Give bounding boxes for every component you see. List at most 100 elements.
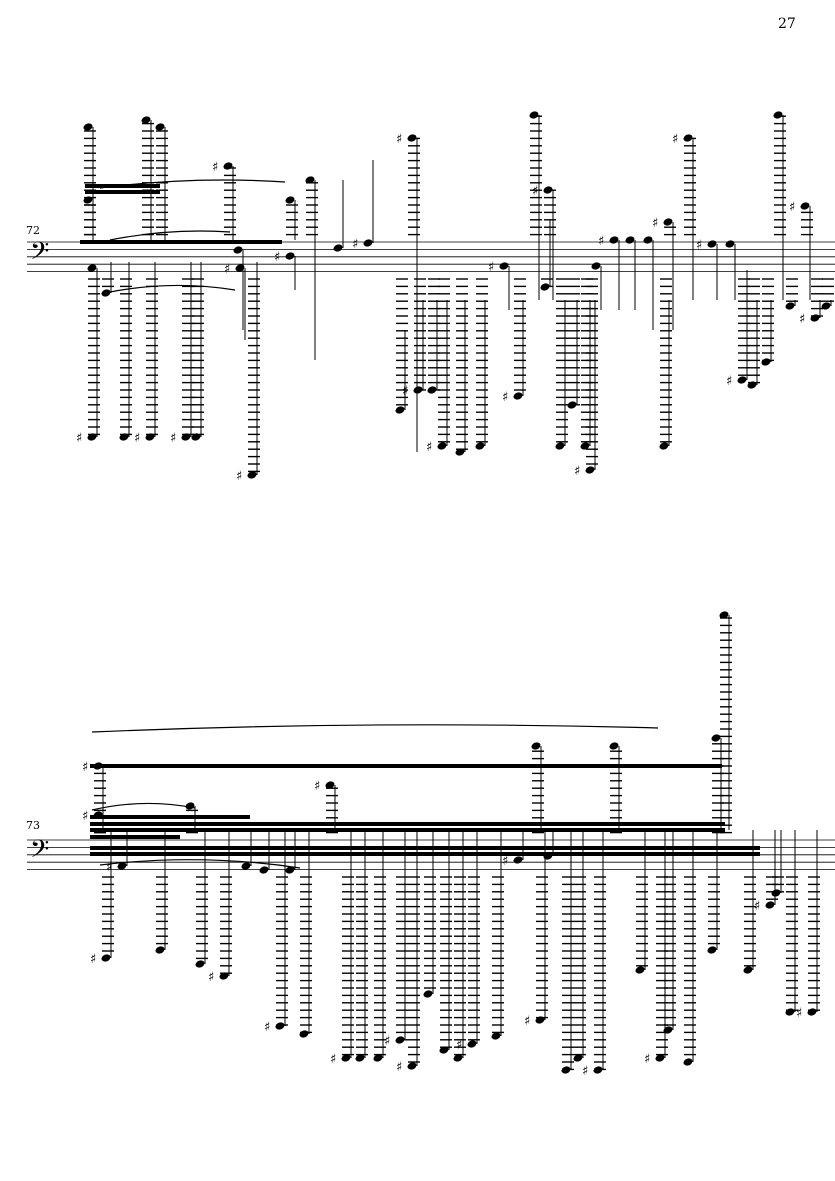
note-head [683, 134, 693, 142]
sharp-icon: ♯ [789, 200, 795, 215]
sharp-icon: ♯ [754, 899, 760, 914]
note-head [285, 196, 295, 204]
beam [85, 184, 160, 188]
note-head [707, 240, 717, 248]
note-head [437, 442, 447, 450]
note-head [87, 264, 97, 272]
note-head [785, 1008, 795, 1016]
note-head [101, 954, 111, 962]
bass-clef-icon: 𝄢 [30, 835, 49, 870]
beam [80, 240, 282, 244]
note-head [580, 442, 590, 450]
note-head [707, 946, 717, 954]
note-head [807, 1008, 817, 1016]
note-head [743, 966, 753, 974]
measure-number-73: 73 [26, 819, 40, 832]
sharp-icon: ♯ [330, 1052, 336, 1067]
note-head [573, 1054, 583, 1062]
note-head [659, 442, 669, 450]
note-head [299, 1030, 309, 1038]
sharp-icon: ♯ [384, 1034, 390, 1049]
beam [90, 852, 760, 856]
note-head [821, 302, 831, 310]
note-head [725, 240, 735, 248]
measure-number-72: 72 [26, 224, 40, 237]
note-head [83, 123, 93, 131]
note-head [395, 406, 405, 414]
sharp-icon: ♯ [456, 1038, 462, 1053]
note-head [87, 433, 97, 441]
note-head [341, 1054, 351, 1062]
sharp-icon: ♯ [82, 809, 88, 824]
sharp-icon: ♯ [402, 384, 408, 399]
sharp-icon: ♯ [134, 431, 140, 446]
sharp-icon: ♯ [652, 216, 658, 231]
note-head [475, 442, 485, 450]
note-head [83, 196, 93, 204]
note-head [233, 246, 243, 254]
note-head [663, 1026, 673, 1034]
sharp-icon: ♯ [264, 1020, 270, 1035]
note-head [235, 264, 245, 272]
note-head [765, 901, 775, 909]
note-head [453, 1054, 463, 1062]
sharp-icon: ♯ [598, 234, 604, 249]
note-head [585, 466, 595, 474]
note-head [413, 386, 423, 394]
note-head [567, 401, 577, 409]
note-head [373, 1054, 383, 1062]
note-head [285, 866, 295, 874]
note-head [439, 1046, 449, 1054]
bass-clef-icon: 𝄢 [30, 237, 49, 272]
note-head [363, 239, 373, 247]
sharp-icon: ♯ [396, 1060, 402, 1075]
beam [90, 835, 180, 839]
note-head [540, 283, 550, 291]
sharp-icon: ♯ [236, 469, 242, 484]
note-head [635, 966, 645, 974]
note-head [499, 262, 509, 270]
sharp-icon: ♯ [106, 860, 112, 875]
note-head [305, 176, 315, 184]
note-head [737, 376, 747, 384]
sharp-icon: ♯ [396, 132, 402, 147]
sharp-icon: ♯ [488, 260, 494, 275]
note-head [593, 1066, 603, 1074]
sharp-icon: ♯ [796, 1006, 802, 1021]
note-head [711, 734, 721, 742]
note-head [513, 392, 523, 400]
page-number: 27 [778, 16, 796, 32]
sharp-icon: ♯ [82, 760, 88, 775]
note-head [491, 1032, 501, 1040]
note-head [325, 781, 335, 789]
beam [90, 764, 722, 768]
note-head [195, 960, 205, 968]
note-head [155, 123, 165, 131]
note-head [455, 448, 465, 456]
note-head [181, 433, 191, 441]
note-head [531, 742, 541, 750]
sharp-icon: ♯ [799, 312, 805, 327]
note-head [625, 236, 635, 244]
sharp-icon: ♯ [90, 952, 96, 967]
sharp-icon: ♯ [314, 779, 320, 794]
note-head [529, 111, 539, 119]
sharp-icon: ♯ [426, 440, 432, 455]
note-head [810, 314, 820, 322]
note-head [719, 611, 729, 619]
sharp-icon: ♯ [170, 431, 176, 446]
note-head [333, 244, 343, 252]
tie-slur [99, 179, 286, 189]
sharp-icon: ♯ [644, 1052, 650, 1067]
note-head [141, 116, 151, 124]
note-head [155, 946, 165, 954]
note-head [427, 386, 437, 394]
note-head [555, 442, 565, 450]
note-head [191, 433, 201, 441]
note-head [117, 862, 127, 870]
note-head [101, 289, 111, 297]
tie-slur [109, 284, 236, 293]
note-head [643, 236, 653, 244]
sharp-icon: ♯ [224, 262, 230, 277]
